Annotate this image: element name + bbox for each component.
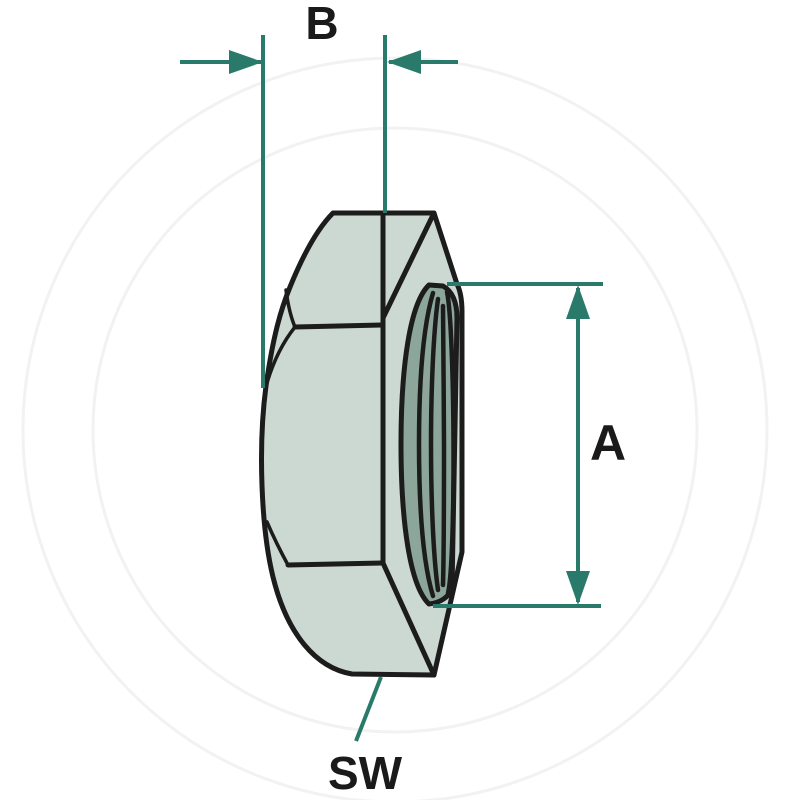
dimension-a-label: A [590,415,626,471]
thread-line-3 [440,303,447,588]
top-right-facet-edge [380,210,437,321]
bottom-right-facet-edge [380,560,437,678]
thread-line-4 [444,289,456,596]
sw-callout: SW [328,676,403,799]
dimension-a: A [433,282,626,608]
b-arrowhead-right-icon [387,50,421,74]
lower-facet-edge [285,560,386,568]
sw-leader-line [354,676,383,742]
watermark [21,56,769,800]
a-arrowhead-up-icon [566,285,590,319]
chamfer-arc-mid-upper [263,325,297,392]
dimension-b: B [180,0,458,388]
dimension-b-label: B [305,0,338,49]
b-arrowhead-left-icon [229,50,263,74]
a-arrowhead-down-icon [566,571,590,605]
thread-line-2 [428,296,441,593]
watermark-circle-inner [91,126,699,734]
chamfer-arc-mid-lower [265,520,290,567]
threaded-bore [398,282,460,607]
sw-label: SW [328,747,403,799]
watermark-circle-outer [21,56,769,800]
upper-facet-edge [292,322,386,330]
thread-line-1 [416,290,436,599]
chamfer-arc-upper [284,288,297,329]
